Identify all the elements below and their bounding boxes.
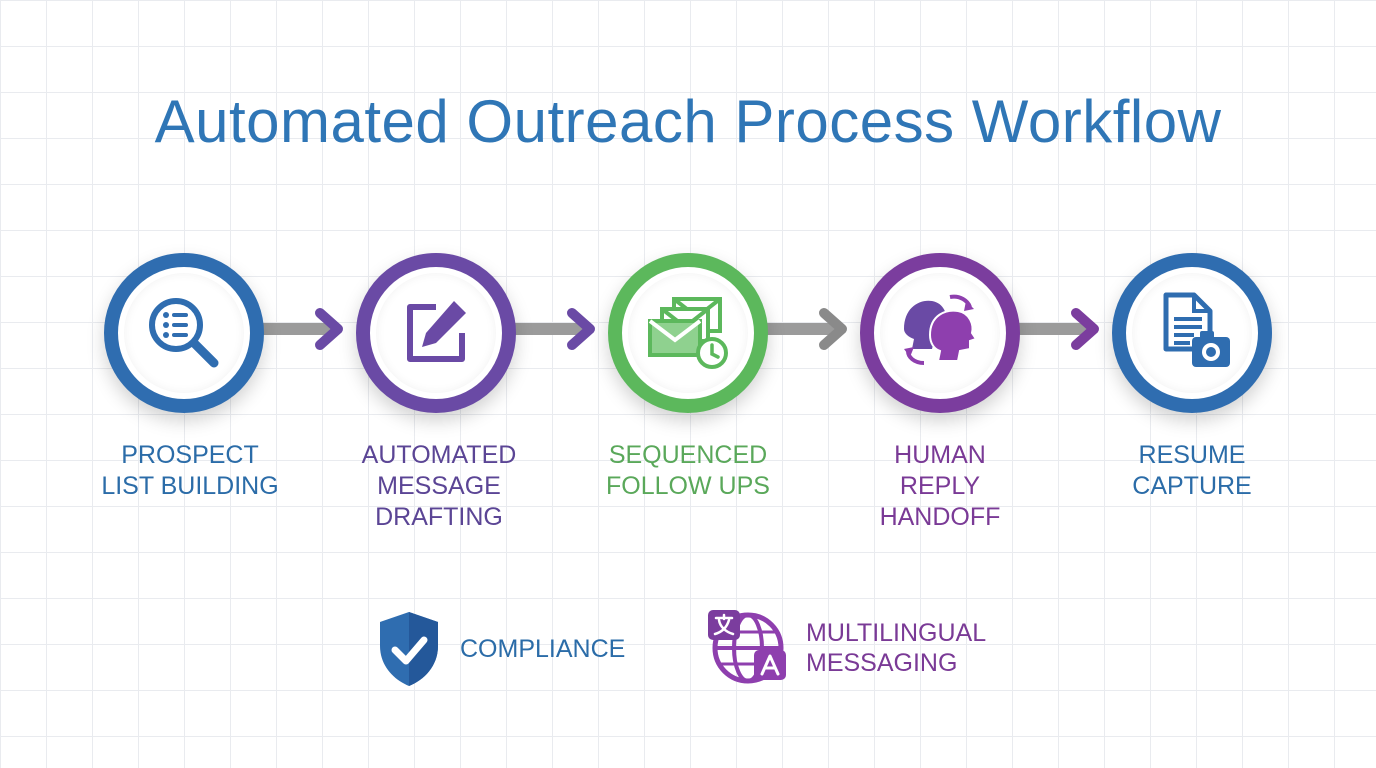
document-camera-icon bbox=[1163, 292, 1230, 367]
envelopes-clock-icon bbox=[648, 297, 728, 369]
step-sequenced-follow-ups bbox=[608, 253, 768, 413]
step-label-resume: RESUME CAPTURE bbox=[1132, 441, 1252, 500]
feature-multilingual-messaging: MULTILINGUAL MESSAGING bbox=[708, 610, 986, 686]
connector-arrow-4 bbox=[1018, 308, 1099, 350]
step-automated-message-drafting bbox=[356, 253, 516, 413]
search-list-icon bbox=[149, 298, 219, 368]
connector-arrow-3 bbox=[766, 308, 847, 350]
step-label-human: HUMAN REPLY HANDOFF bbox=[879, 441, 1001, 531]
human-handoff-icon bbox=[904, 294, 978, 365]
connector-arrow-1 bbox=[262, 308, 343, 350]
shield-check-icon bbox=[380, 612, 438, 686]
step-label-sequenced: SEQUENCED FOLLOW UPS bbox=[606, 441, 770, 500]
step-human-reply-handoff bbox=[860, 253, 1020, 413]
step-label-automated: AUTOMATED MESSAGE DRAFTING bbox=[361, 441, 517, 531]
feature-compliance-label: COMPLIANCE bbox=[460, 635, 626, 663]
feature-multilingual-label: MULTILINGUAL MESSAGING bbox=[806, 619, 987, 677]
edit-pencil-icon bbox=[407, 301, 466, 362]
translate-globe-icon bbox=[708, 610, 786, 684]
connector-arrow-2 bbox=[514, 308, 595, 350]
page-title: Automated Outreach Process Workflow bbox=[154, 88, 1222, 155]
step-label-prospect: PROSPECT LIST BUILDING bbox=[101, 441, 279, 500]
step-resume-capture bbox=[1112, 253, 1272, 413]
feature-compliance: COMPLIANCE bbox=[376, 610, 625, 688]
step-prospect-list-building bbox=[104, 253, 264, 413]
